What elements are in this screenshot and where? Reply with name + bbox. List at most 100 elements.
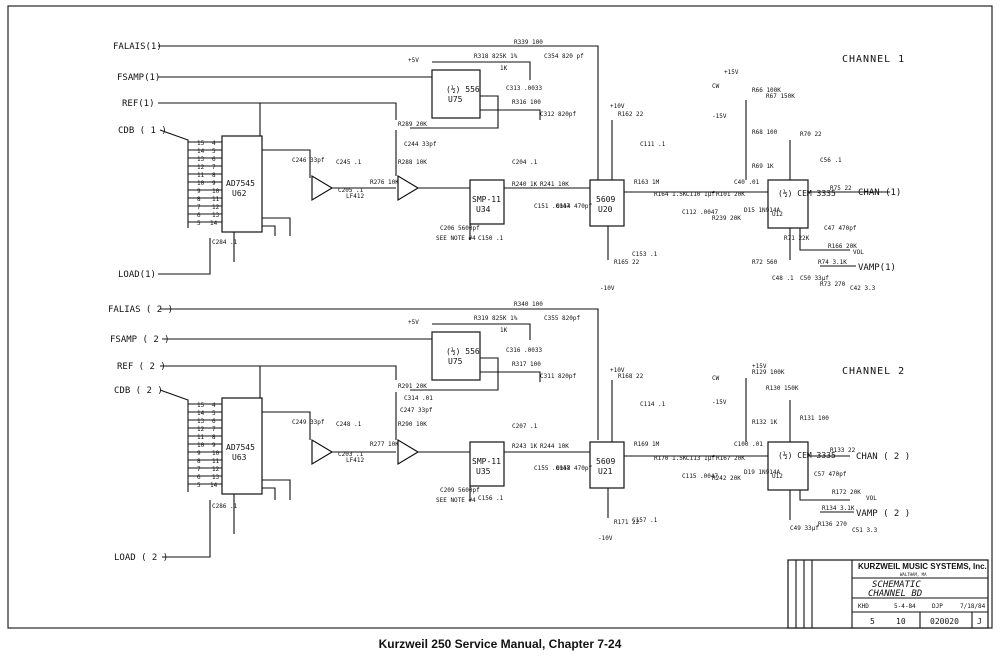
svg-text:C100 .01: C100 .01 xyxy=(734,441,763,448)
svg-text:R167 20K: R167 20K xyxy=(716,455,745,462)
svg-text:R243 1K: R243 1K xyxy=(512,443,538,450)
svg-text:C114 .1: C114 .1 xyxy=(640,401,666,408)
svg-text:R276 10K: R276 10K xyxy=(370,179,399,186)
svg-text:5: 5 xyxy=(212,410,216,417)
svg-text:C313 .0033: C313 .0033 xyxy=(506,85,543,92)
signal-cdb: CDB ( 1 ) xyxy=(118,126,167,136)
svg-text:11: 11 xyxy=(197,172,205,179)
svg-text:R129 100K: R129 100K xyxy=(752,369,785,376)
svg-text:7: 7 xyxy=(197,204,201,211)
svg-text:+5V: +5V xyxy=(408,319,419,326)
svg-text:U63: U63 xyxy=(232,453,247,462)
svg-text:SMP-11: SMP-11 xyxy=(472,195,501,204)
svg-text:CW: CW xyxy=(712,83,720,90)
svg-text:R72 560: R72 560 xyxy=(752,259,778,266)
svg-text:R172 20K: R172 20K xyxy=(832,489,861,496)
chip-ad7545-u62 xyxy=(221,135,263,233)
sheet-total: 10 xyxy=(896,617,906,626)
opamp-lf412-b xyxy=(397,174,420,202)
svg-text:4: 4 xyxy=(212,402,216,409)
svg-text:R241 10K: R241 10K xyxy=(540,181,569,188)
svg-text:5: 5 xyxy=(197,482,201,489)
svg-text:VAMP ( 2 ): VAMP ( 2 ) xyxy=(856,509,910,519)
svg-text:R164 1.5K: R164 1.5K xyxy=(654,191,687,198)
svg-text:R67 150K: R67 150K xyxy=(766,93,795,100)
svg-text:U35: U35 xyxy=(476,467,491,476)
svg-text:LF412: LF412 xyxy=(346,193,364,200)
svg-text:8: 8 xyxy=(197,458,201,465)
svg-text:R291 20K: R291 20K xyxy=(398,383,427,390)
svg-text:R75 22: R75 22 xyxy=(830,185,852,192)
svg-text:11: 11 xyxy=(212,458,220,465)
svg-text:CW: CW xyxy=(712,375,720,382)
svg-text:R319 825K 1%: R319 825K 1% xyxy=(474,315,518,322)
svg-text:9: 9 xyxy=(212,442,216,449)
svg-text:R134 3.1K: R134 3.1K xyxy=(822,505,855,512)
svg-text:C111 .1: C111 .1 xyxy=(640,141,666,148)
svg-text:SEE NOTE #4: SEE NOTE #4 xyxy=(436,497,476,504)
revision: J xyxy=(977,617,982,626)
signal-ref: REF(1) xyxy=(122,99,155,109)
chip-ad7545-u63 xyxy=(221,397,263,495)
svg-text:C245 .1: C245 .1 xyxy=(336,159,362,166)
svg-text:14: 14 xyxy=(210,482,218,489)
svg-text:14: 14 xyxy=(197,410,205,417)
svg-text:(½) 556: (½) 556 xyxy=(446,84,480,94)
svg-text:SEE NOTE #4: SEE NOTE #4 xyxy=(436,235,476,242)
drawn-by: KHD xyxy=(858,603,869,610)
svg-text:C203 .1: C203 .1 xyxy=(338,451,364,458)
svg-text:C47 470pf: C47 470pf xyxy=(824,225,857,232)
svg-text:SMP-11: SMP-11 xyxy=(472,457,501,466)
svg-text:10: 10 xyxy=(197,442,205,449)
svg-text:C205 .1: C205 .1 xyxy=(338,187,364,194)
schematic-drawing: CHANNEL 1 FALAIS(1) FSAMP(1) REF(1) CDB … xyxy=(7,5,993,629)
svg-text:C248 .1: C248 .1 xyxy=(336,421,362,428)
svg-text:C42 3.3: C42 3.3 xyxy=(850,285,876,292)
signal-load: LOAD(1) xyxy=(118,270,156,280)
svg-text:+15V: +15V xyxy=(724,69,739,76)
svg-text:C206 5600pf: C206 5600pf xyxy=(440,225,480,232)
svg-text:R132 1K: R132 1K xyxy=(752,419,778,426)
signal-ref: REF ( 2 ) xyxy=(117,362,166,372)
svg-text:AD7545: AD7545 xyxy=(226,443,255,452)
svg-text:14: 14 xyxy=(210,220,218,227)
company-location: WALTHAM, MA xyxy=(900,572,927,577)
svg-text:R66 100K: R66 100K xyxy=(752,87,781,94)
svg-text:+10V: +10V xyxy=(610,367,625,374)
svg-text:C157 .1: C157 .1 xyxy=(632,517,658,524)
svg-text:7: 7 xyxy=(197,466,201,473)
svg-text:4: 4 xyxy=(212,140,216,147)
svg-text:11: 11 xyxy=(197,434,205,441)
svg-text:R131 100: R131 100 xyxy=(800,415,829,422)
svg-text:R130 150K: R130 150K xyxy=(766,385,799,392)
svg-text:AD7545: AD7545 xyxy=(226,179,255,188)
svg-text:C249 33pf: C249 33pf xyxy=(292,419,325,426)
svg-text:+5V: +5V xyxy=(408,57,419,64)
svg-text:R290 10K: R290 10K xyxy=(398,421,427,428)
svg-text:R71 22K: R71 22K xyxy=(784,235,810,242)
checked-by: DJP xyxy=(932,603,943,610)
svg-text:15: 15 xyxy=(197,140,205,147)
svg-text:C154 470pf: C154 470pf xyxy=(556,203,593,210)
svg-text:R101 20K: R101 20K xyxy=(716,191,745,198)
svg-text:R288 10K: R288 10K xyxy=(398,159,427,166)
svg-text:U12: U12 xyxy=(772,473,783,480)
svg-text:C316 .0033: C316 .0033 xyxy=(506,347,543,354)
chip-smp11-u35 xyxy=(469,441,505,487)
svg-text:R340 100: R340 100 xyxy=(514,301,543,308)
svg-text:U62: U62 xyxy=(232,189,247,198)
svg-text:+10V: +10V xyxy=(610,103,625,110)
svg-text:U12: U12 xyxy=(772,211,783,218)
checked-date: 7/18/84 xyxy=(960,603,986,610)
svg-text:C40 .01: C40 .01 xyxy=(734,179,760,186)
svg-text:7: 7 xyxy=(212,164,216,171)
svg-text:R69 1K: R69 1K xyxy=(752,163,774,170)
drawing-border xyxy=(7,5,993,629)
svg-text:C209 5600pf: C209 5600pf xyxy=(440,487,480,494)
chip-556-u75 xyxy=(431,69,481,119)
svg-text:R166 20K: R166 20K xyxy=(828,243,857,250)
svg-text:C312 820pf: C312 820pf xyxy=(540,111,577,118)
svg-text:R68 100: R68 100 xyxy=(752,129,778,136)
svg-text:R133 22: R133 22 xyxy=(830,447,856,454)
